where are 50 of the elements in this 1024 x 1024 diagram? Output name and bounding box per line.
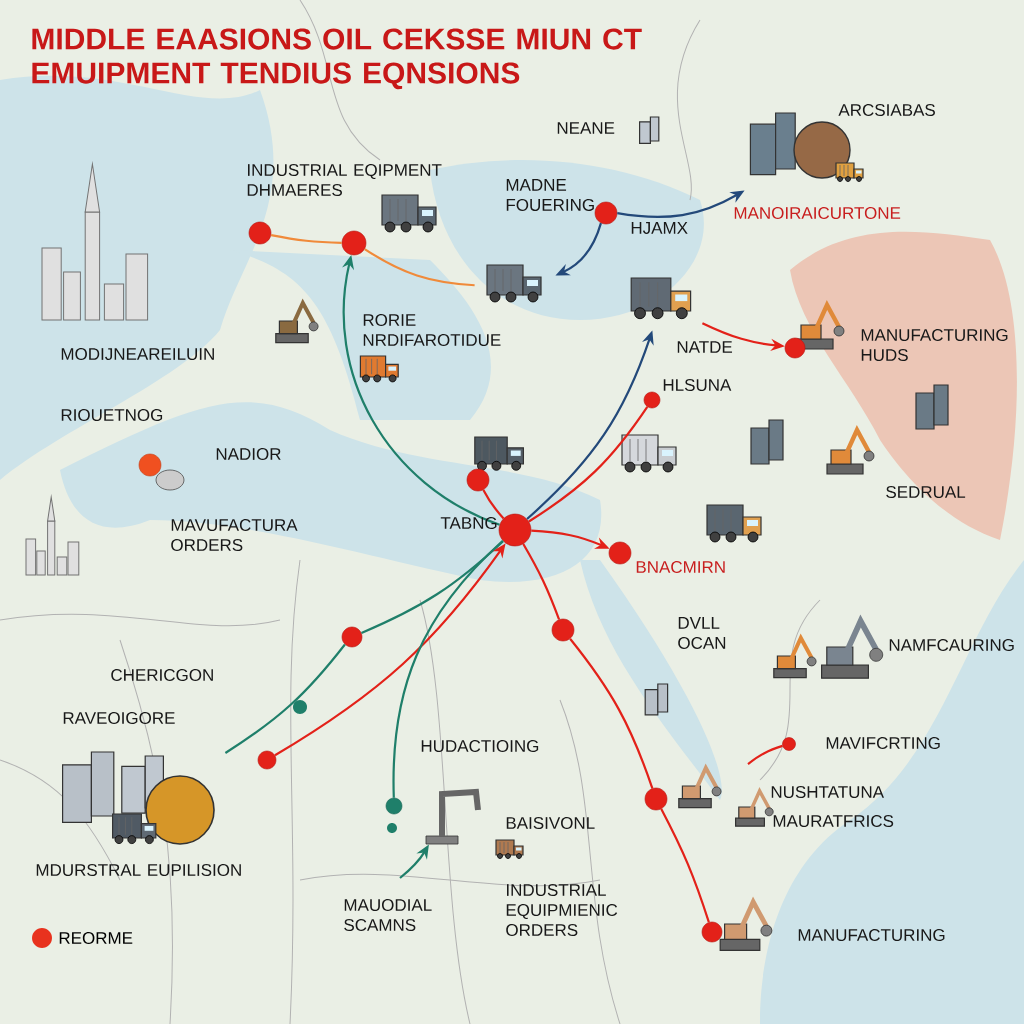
map-dot: [466, 468, 490, 492]
map-label: MANUFACTURING: [798, 929, 945, 941]
map-dot: [594, 201, 618, 225]
map-dot: [498, 513, 532, 547]
robot-arm-drawing: [425, 788, 481, 845]
map-label: TABNG: [440, 517, 497, 529]
map-label: BNACMIRN: [636, 561, 725, 573]
map-dot: [248, 221, 272, 245]
map-label: MANUFACTURING HUDS: [861, 329, 1008, 361]
map-label: NAMFCAURING: [889, 639, 1014, 651]
factory-drawing: [62, 751, 215, 845]
map-label: HUDACTIOING: [421, 740, 539, 752]
map-dot: [643, 391, 661, 409]
map-dot: [551, 618, 575, 642]
map-dot: [701, 921, 723, 943]
map-label: MAVIFCRTING: [826, 737, 940, 749]
map-dot: [341, 626, 363, 648]
map-label: HJAMX: [631, 222, 688, 234]
map-dot: [385, 797, 403, 815]
map-dot: [644, 787, 668, 811]
map-label: MADNE FOUERING: [506, 179, 594, 211]
map-label: MODIJNEAREILUIN: [61, 348, 214, 360]
truck-drawing: [630, 277, 692, 320]
map-label: NADIOR: [216, 448, 281, 460]
map-label: INDUSTRIAL EQUIPMIENIC ORDERS: [506, 884, 618, 936]
map-dot: [341, 230, 367, 256]
map-label: MAUODIAL SCAMNS: [344, 899, 432, 931]
map-dot: [138, 453, 162, 477]
map-label: BAISIVONL: [506, 817, 595, 829]
map-label: INDUSTRIAL EQIPMENT DHMAERES: [247, 164, 442, 196]
map-dot: [608, 541, 632, 565]
map-label: NATDE: [677, 341, 732, 353]
truck-drawing: [486, 264, 542, 303]
map-label: NEANE: [557, 122, 615, 134]
map-dot: [257, 750, 277, 770]
map-label: MANOIRAICURTONE: [734, 207, 901, 219]
map-label: ARCSIABAS: [838, 104, 935, 116]
map-label: HLSUNA: [663, 379, 732, 391]
map-label: RIOUETNOG: [61, 409, 163, 421]
map-label: MAURATFRICS: [773, 815, 894, 827]
map-label: RORIE NRDIFAROTIDUE: [363, 314, 501, 346]
map-label: RAVEOIGORE: [63, 712, 175, 724]
map-label: DVLL OCAN: [678, 617, 726, 649]
map-label: SEDRUAL: [886, 486, 966, 498]
legend-label: REORME: [59, 932, 133, 944]
map-label: CHERICGON: [111, 669, 213, 681]
map-label: NUSHTATUNA: [771, 786, 884, 798]
title: MIDDLE EAASIONS OIL CEKSSE MIUN CT EMUIPMENT TENDIUS EQNSIONS: [32, 28, 642, 90]
map-label: MDURSTRAL EUPILISION: [36, 864, 241, 876]
map-label: MAVUFACTURA ORDERS: [171, 519, 298, 551]
